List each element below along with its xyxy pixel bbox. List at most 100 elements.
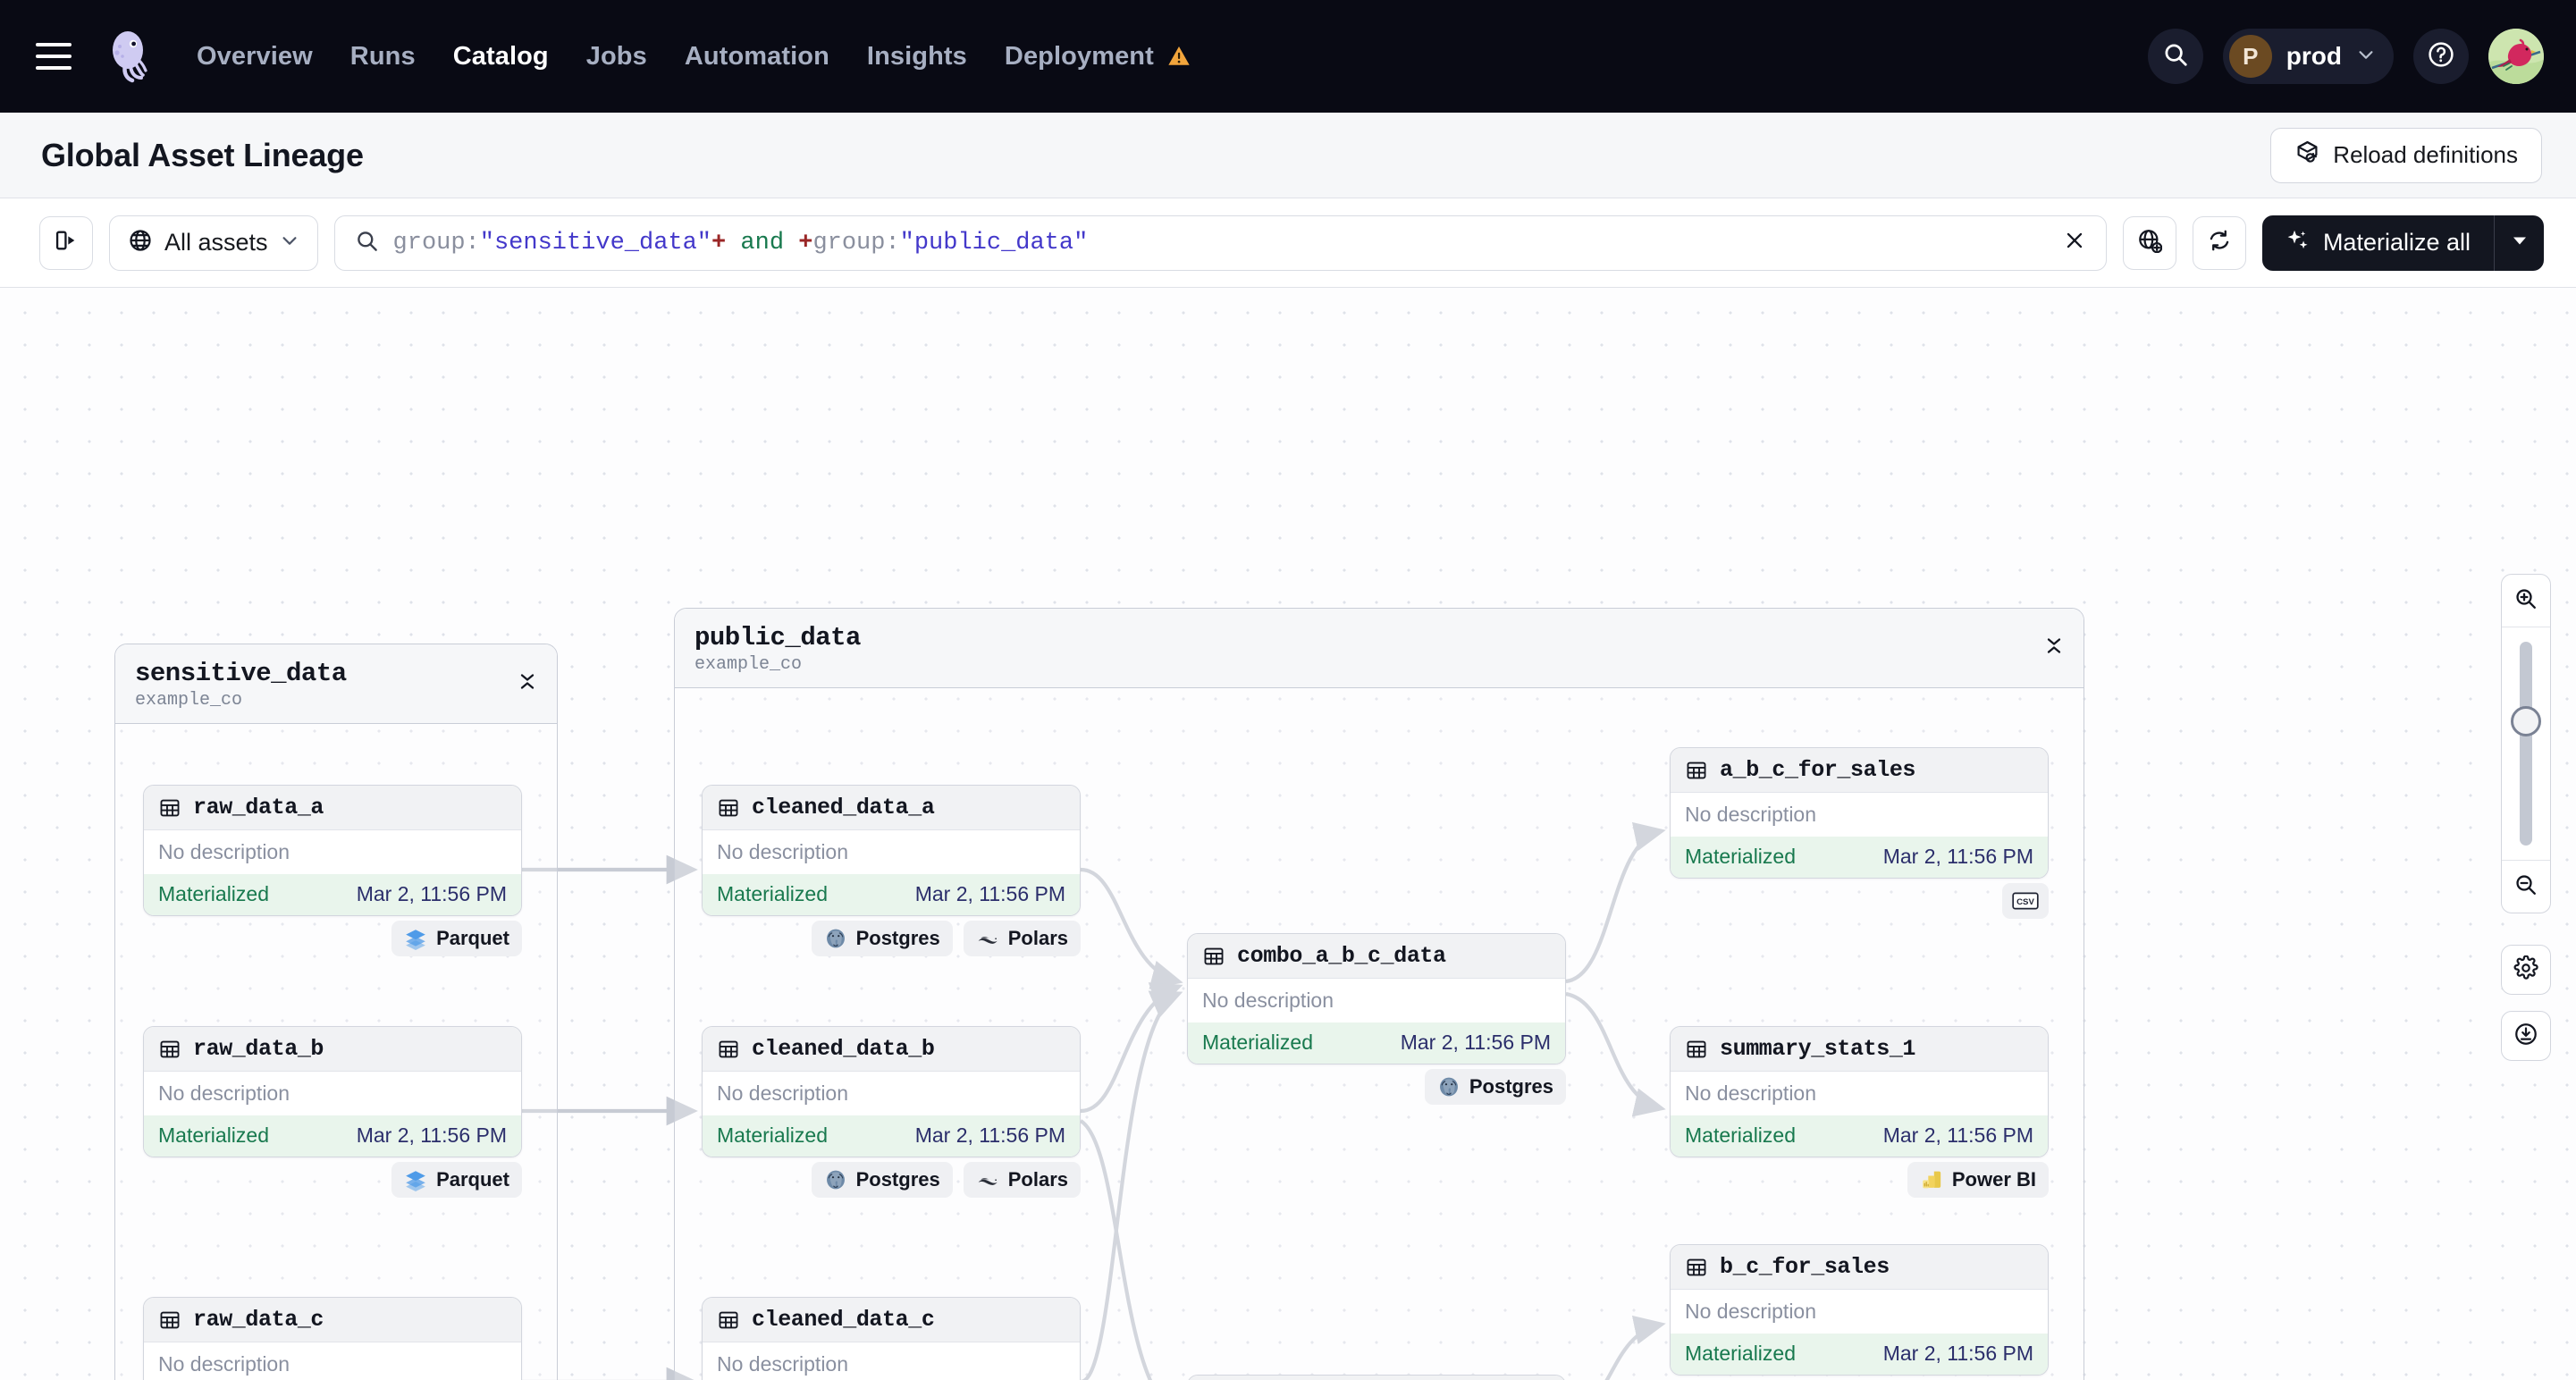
table-icon — [1685, 759, 1708, 782]
status-badge: Materialized — [1685, 1342, 1796, 1365]
global-search-button[interactable] — [2147, 29, 2203, 84]
asset-tag-polars[interactable]: Polars — [963, 921, 1081, 956]
table-icon — [1685, 1256, 1708, 1279]
zoom-in-icon — [2513, 586, 2538, 616]
user-avatar[interactable] — [2488, 29, 2544, 84]
svg-text:CSV: CSV — [2016, 897, 2034, 907]
asset-node-tags: Parquet — [143, 1162, 522, 1198]
parquet-icon — [404, 1168, 427, 1191]
asset-tag-postgres[interactable]: Postgres — [811, 921, 953, 956]
asset-node-tags: CSV — [1670, 883, 2049, 919]
reload-definitions-button[interactable]: Reload definitions — [2270, 127, 2542, 183]
materialize-options-button[interactable] — [2494, 215, 2544, 271]
nav-link-deployment[interactable]: Deployment — [1004, 41, 1154, 71]
zoom-in-button[interactable] — [2502, 575, 2550, 627]
nav-link-deployment-wrap[interactable]: Deployment — [1005, 42, 1191, 72]
dagster-logo-icon[interactable] — [102, 29, 157, 84]
zoom-slider[interactable] — [2502, 627, 2550, 860]
asset-tag-label: Postgres — [855, 927, 940, 949]
sidebar-toggle-button[interactable] — [39, 215, 93, 270]
asset-node-name: cleaned_data_a — [752, 795, 935, 820]
table-icon — [158, 1308, 181, 1332]
chevron-down-icon — [2356, 45, 2376, 69]
asset-tag-parquet[interactable]: Parquet — [391, 1162, 522, 1198]
nav-link-overview[interactable]: Overview — [197, 41, 313, 71]
materialize-all-button[interactable]: Materialize all — [2261, 215, 2544, 271]
materialize-all-main[interactable]: Materialize all — [2262, 215, 2494, 271]
asset-tag-parquet[interactable]: Parquet — [391, 921, 522, 956]
zoom-slider-thumb[interactable] — [2511, 706, 2541, 736]
asset-node-header: a_b_c_for_sales — [1671, 748, 2048, 793]
help-button[interactable] — [2413, 29, 2469, 84]
zoom-out-button[interactable] — [2502, 861, 2550, 913]
asset-group-sensitive_data[interactable]: sensitive_data example_co — [114, 644, 558, 1380]
table-icon — [717, 796, 740, 820]
asset-tag-postgres[interactable]: Postgres — [1424, 1069, 1566, 1105]
table-icon — [1685, 1038, 1708, 1061]
globe-add-button[interactable] — [2122, 215, 2176, 270]
collapse-vertical-icon[interactable] — [2044, 635, 2064, 661]
hamburger-menu-icon[interactable] — [36, 43, 72, 70]
nav-link-jobs[interactable]: Jobs — [585, 41, 647, 71]
asset-node-cleaned_data_c[interactable]: cleaned_data_cNo descriptionMaterialized… — [702, 1297, 1081, 1380]
asset-node-tags: Power BI — [1670, 1162, 2049, 1198]
asset-node-header: summary_stats_1 — [1671, 1027, 2048, 1072]
nav-link-insights[interactable]: Insights — [866, 41, 967, 71]
asset-tag-polars[interactable]: Polars — [963, 1162, 1081, 1198]
lineage-settings-button[interactable] — [2501, 945, 2551, 995]
table-icon — [158, 1038, 181, 1061]
asset-node-header: combo_a_b_c_data — [1188, 934, 1565, 979]
zoom-slider-track — [2520, 642, 2532, 846]
asset-node-header: raw_data_b — [144, 1027, 521, 1072]
nav-right-controls: P prod — [2147, 29, 2544, 84]
deployment-switcher[interactable]: P prod — [2222, 29, 2394, 84]
zoom-controls[interactable] — [2501, 574, 2551, 913]
nav-link-runs[interactable]: Runs — [349, 41, 416, 71]
asset-node-header: cleaned_data_b — [703, 1027, 1080, 1072]
gear-icon — [2513, 955, 2538, 985]
asset-node-description: No description — [158, 840, 290, 863]
asset-node-raw_data_c[interactable]: raw_data_cNo descriptionMaterializedMar … — [143, 1297, 522, 1380]
materialization-timestamp: Mar 2, 11:56 PM — [1882, 1123, 2033, 1147]
nav-link-automation[interactable]: Automation — [684, 41, 829, 71]
asset-node-name: raw_data_c — [193, 1307, 324, 1333]
materialization-timestamp: Mar 2, 11:56 PM — [914, 882, 1065, 905]
query-token: + — [711, 229, 727, 257]
asset-tag-power-bi[interactable]: Power BI — [1907, 1162, 2049, 1198]
asset-lineage-canvas[interactable]: sensitive_data example_co public_data ex… — [0, 288, 2576, 1380]
zoom-out-icon — [2513, 872, 2538, 902]
lineage-toolbar: All assets group:"sensitive_data"+ and +… — [0, 198, 2576, 288]
refresh-icon — [2207, 228, 2232, 257]
collapse-vertical-icon[interactable] — [518, 671, 537, 697]
query-token: "sensitive_data" — [479, 229, 712, 257]
chevron-down-icon — [280, 231, 299, 255]
nav-link-catalog[interactable]: Catalog — [452, 41, 549, 71]
asset-query-input[interactable]: group:"sensitive_data"+ and +group:"publ… — [393, 230, 2045, 257]
asset-query-search-box[interactable]: group:"sensitive_data"+ and +group:"publ… — [333, 215, 2107, 271]
refresh-button[interactable] — [2192, 215, 2246, 270]
table-icon — [717, 1038, 740, 1061]
asset-tag-csv[interactable]: CSV — [2002, 883, 2049, 919]
download-lineage-button[interactable] — [2501, 1011, 2551, 1061]
status-badge: Materialized — [717, 882, 828, 905]
asset-tag-postgres[interactable]: Postgres — [811, 1162, 953, 1198]
query-token: + — [798, 229, 813, 257]
asset-node-header: b_c_for_sales — [1671, 1245, 2048, 1290]
clear-query-button[interactable] — [2059, 225, 2090, 260]
asset-scope-selector[interactable]: All assets — [109, 215, 318, 271]
query-token: "public_data" — [899, 229, 1089, 257]
materialization-timestamp: Mar 2, 11:56 PM — [356, 1123, 507, 1147]
asset-node-description: No description — [717, 840, 849, 863]
